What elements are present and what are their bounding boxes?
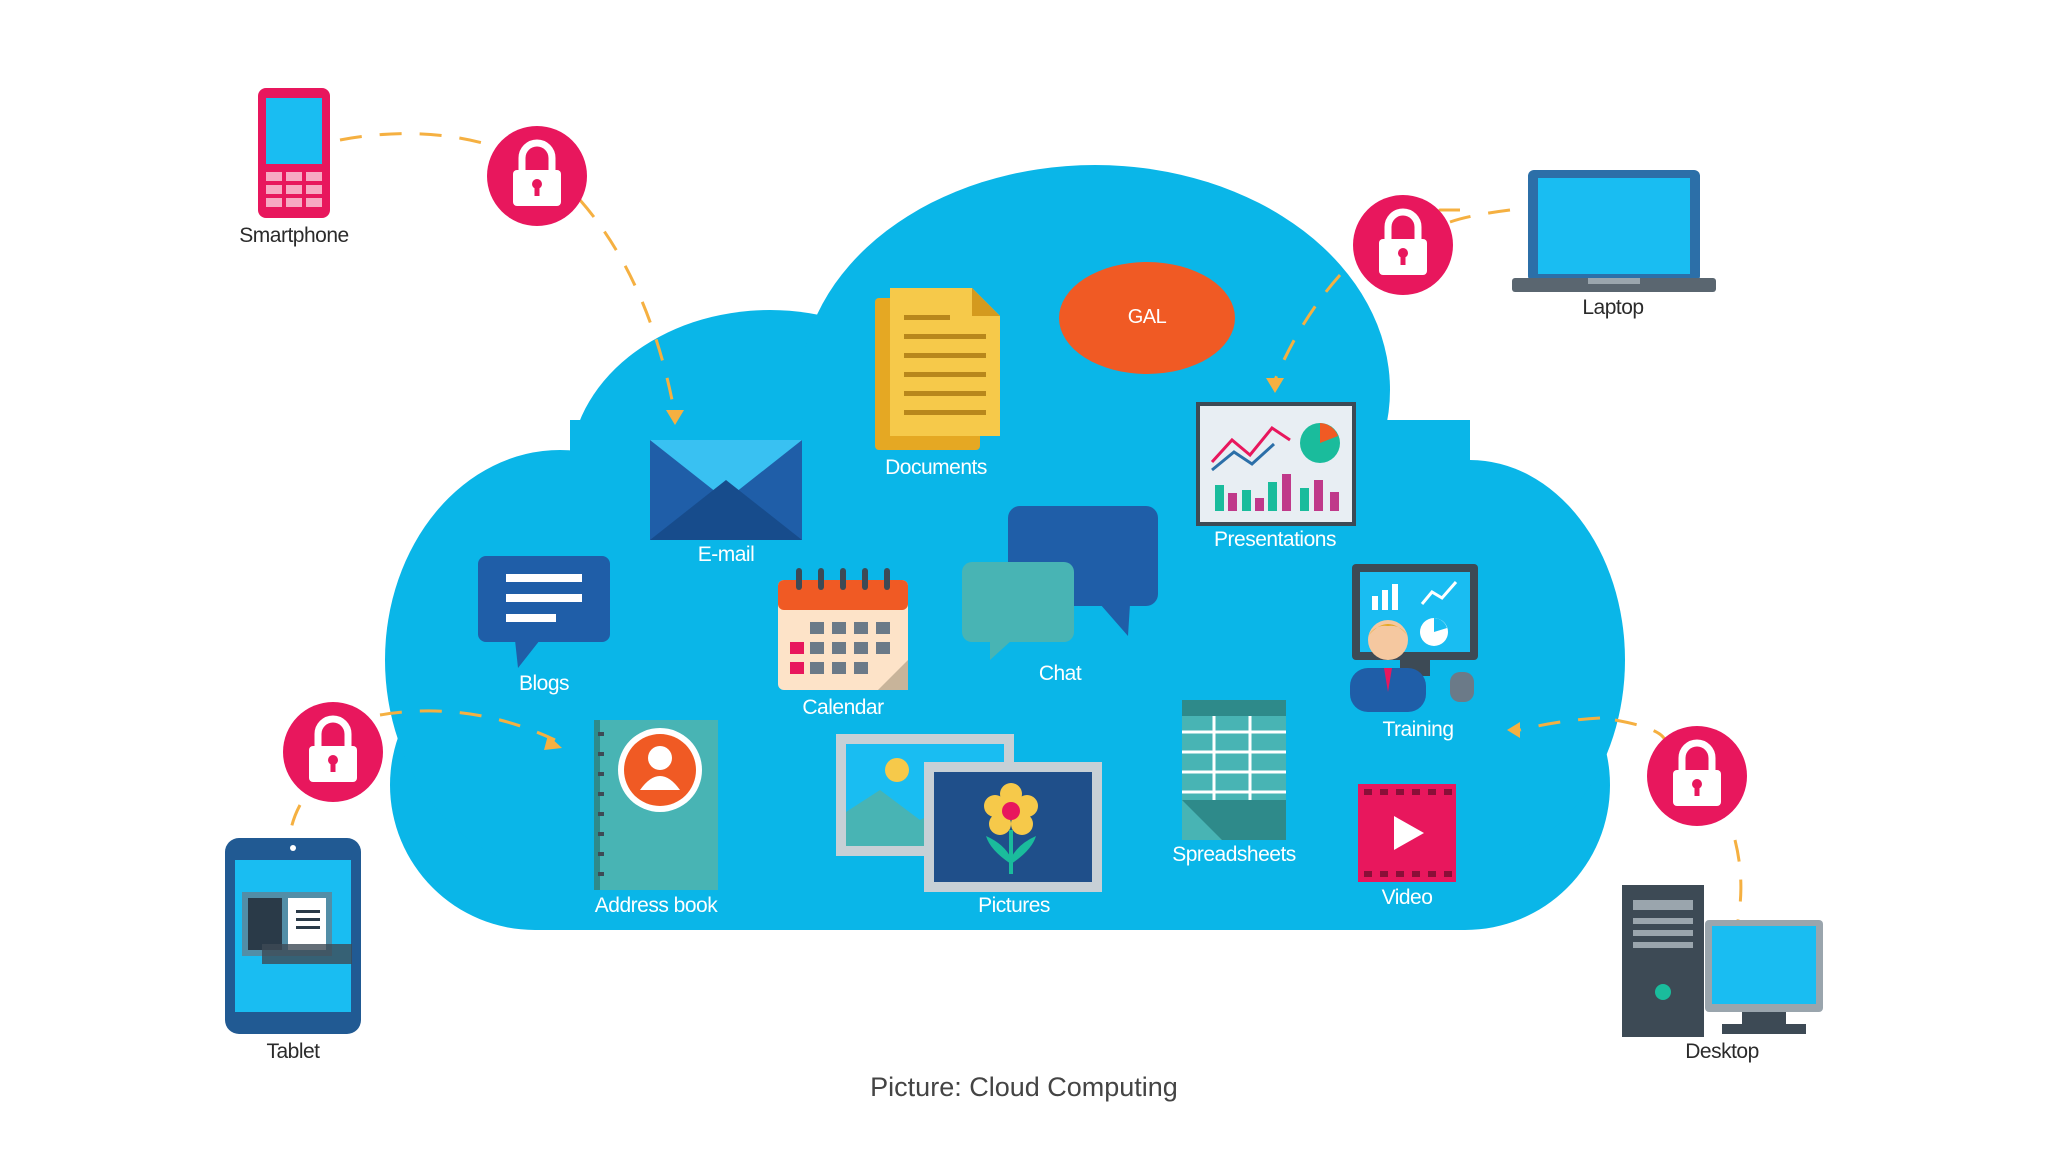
laptop-icon <box>1512 170 1716 292</box>
connector-arrowheads <box>544 378 1520 750</box>
calendar-icon <box>778 568 908 690</box>
connector-lines <box>288 132 1743 921</box>
documents-icon <box>875 288 1000 450</box>
spreadsheets-label: Spreadsheets <box>1172 843 1296 866</box>
laptop-label: Laptop <box>1582 296 1644 319</box>
gal-label: GAL <box>1127 306 1167 328</box>
blogs-label: Blogs <box>518 672 570 695</box>
padlock-icon <box>487 126 587 226</box>
pictures-label: Pictures <box>978 894 1050 917</box>
padlock-icon <box>283 702 383 802</box>
email-label: E-mail <box>697 543 755 566</box>
smartphone-icon <box>258 88 330 218</box>
training-label: Training <box>1382 718 1454 741</box>
gal-icon <box>1059 262 1235 374</box>
desktop-icon <box>1622 885 1823 1037</box>
chat-icon <box>962 506 1158 660</box>
tablet-label: Tablet <box>266 1040 320 1063</box>
documents-label: Documents <box>885 456 987 479</box>
training-icon <box>1350 564 1478 712</box>
calendar-label: Calendar <box>802 696 884 719</box>
blogs-icon <box>478 556 610 668</box>
spreadsheets-icon <box>1182 700 1286 840</box>
address-book-icon <box>594 720 718 890</box>
tablet-icon <box>225 838 361 1034</box>
pictures-icon <box>836 734 1102 892</box>
desktop-label: Desktop <box>1685 1040 1759 1063</box>
chat-label: Chat <box>1038 662 1082 685</box>
video-label: Video <box>1381 886 1433 909</box>
figure-caption: Picture: Cloud Computing <box>870 1072 1178 1102</box>
padlock-icon <box>1647 726 1747 826</box>
presentations-icon <box>1196 402 1356 526</box>
video-icon <box>1358 784 1456 882</box>
smartphone-label: Smartphone <box>239 224 349 247</box>
padlock-icon <box>1353 195 1453 295</box>
email-icon <box>650 440 802 540</box>
presentations-label: Presentations <box>1214 528 1336 551</box>
address-book-label: Address book <box>594 894 718 917</box>
